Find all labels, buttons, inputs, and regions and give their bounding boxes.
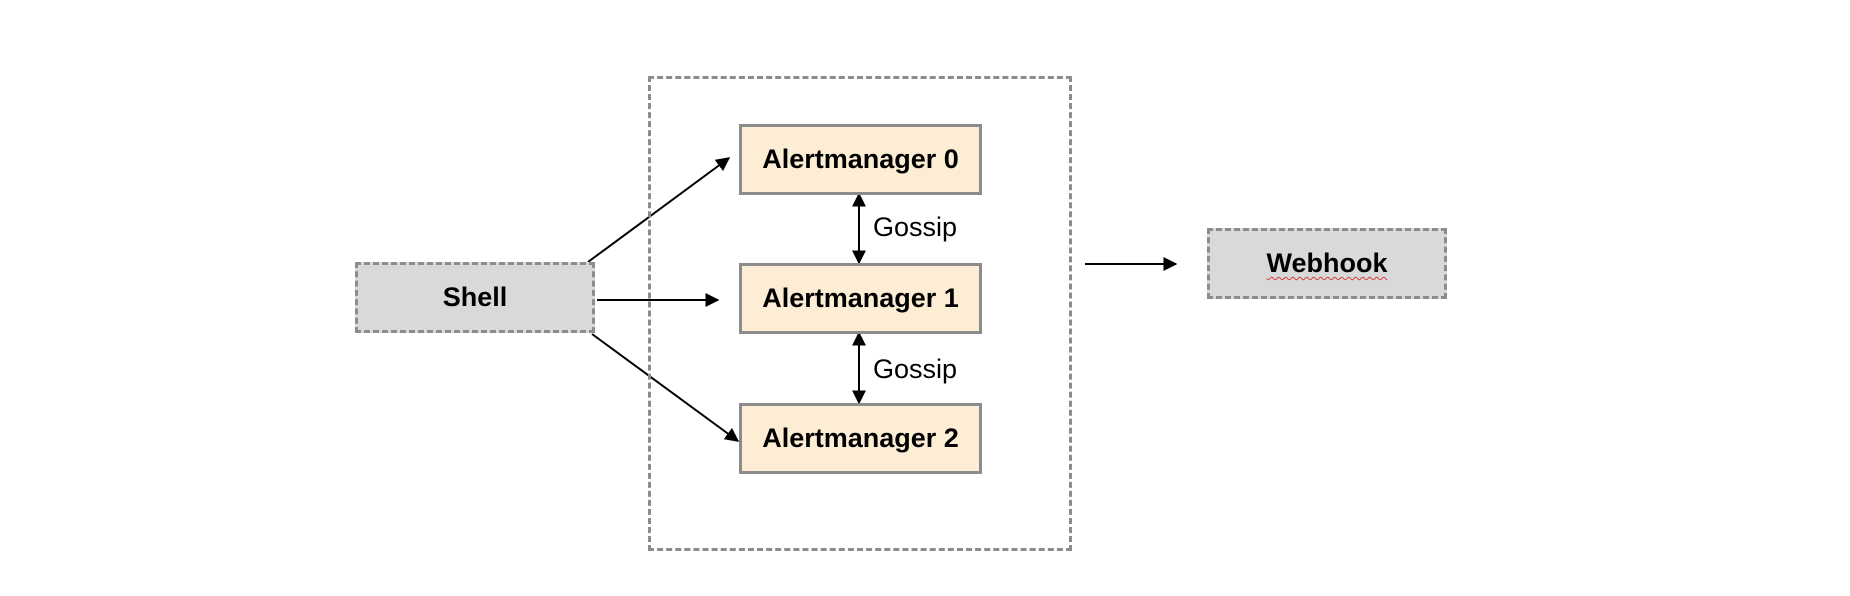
alertmanager-1-label: Alertmanager 1 bbox=[762, 283, 959, 313]
alertmanager-node-0: Alertmanager 0 bbox=[739, 124, 982, 195]
webhook-label: Webhook bbox=[1266, 248, 1388, 278]
alertmanager-cluster-group bbox=[648, 76, 1072, 551]
shell-label: Shell bbox=[442, 282, 508, 312]
gossip-label-bottom: Gossip bbox=[873, 354, 958, 384]
webhook-node: Webhook bbox=[1207, 228, 1447, 299]
shell-node: Shell bbox=[355, 262, 595, 333]
alertmanager-2-label: Alertmanager 2 bbox=[762, 423, 959, 453]
gossip-label-top: Gossip bbox=[873, 212, 958, 242]
alertmanager-node-2: Alertmanager 2 bbox=[739, 403, 982, 474]
alertmanager-node-1: Alertmanager 1 bbox=[739, 263, 982, 334]
arrow-shell-to-am2 bbox=[591, 333, 740, 442]
alertmanager-0-label: Alertmanager 0 bbox=[762, 144, 959, 174]
arrow-shell-to-am0 bbox=[587, 157, 731, 263]
